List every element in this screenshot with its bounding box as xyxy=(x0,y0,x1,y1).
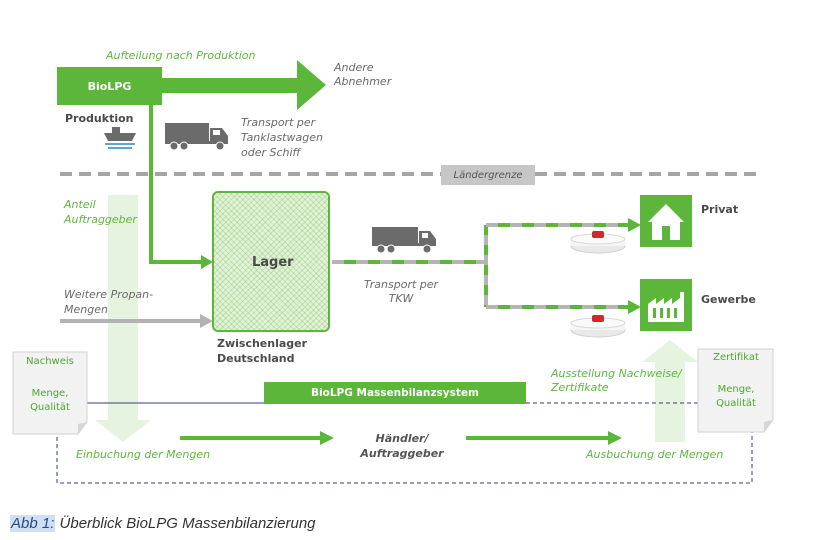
laendergrenze-label: Ländergrenze xyxy=(441,165,535,185)
transport-tankl-line1: Transport per xyxy=(241,116,316,129)
propan-arrowhead xyxy=(200,314,213,328)
einbuchung-label: Einbuchung der Mengen xyxy=(76,448,211,461)
zertifikat-document xyxy=(697,348,774,433)
transport-tankl-line3: oder Schiff xyxy=(241,145,301,159)
truck-tkw-icon xyxy=(372,227,436,254)
transport-tkw-line1: Transport per xyxy=(363,278,439,291)
anteil-band xyxy=(108,195,138,420)
menge-right-line2: Qualität xyxy=(716,398,756,409)
aufteilung-label: Aufteilung nach Produktion xyxy=(106,49,256,62)
menge-left-line2: Qualität xyxy=(30,402,70,413)
andere-abnehmer-line1: Andere xyxy=(334,61,374,74)
ausstellung-band xyxy=(655,360,685,442)
tank-icon xyxy=(570,315,626,338)
ausstellung-band-arrowhead xyxy=(642,340,698,362)
lager-label: Lager xyxy=(252,255,294,270)
nachweis-document xyxy=(12,351,88,435)
anteil-auftraggeber-label: Anteil Auftraggeber xyxy=(64,197,137,228)
truck-icon xyxy=(165,123,228,151)
menge-qualitaet-left: Menge, Qualität xyxy=(15,387,85,415)
nachweis-label: Nachweis xyxy=(26,356,74,367)
tank-icon xyxy=(570,231,626,254)
transport-tkw-line2: TKW xyxy=(388,292,414,306)
caption-text: Überblick BioLPG Massenbilanzierung xyxy=(55,515,316,532)
biolpg-to-lager-arrowhead xyxy=(201,255,213,269)
ausstellung-line1: Ausstellung Nachweise/ xyxy=(551,367,682,380)
ausbuchung-arrowhead xyxy=(608,431,622,445)
massenbilanzsystem-box: BioLPG Massenbilanzsystem xyxy=(264,382,526,404)
anteil-band-arrowhead xyxy=(95,420,151,442)
weitere-propan-line2: Mengen xyxy=(64,302,108,316)
andere-abnehmer-label: Andere Abnehmer xyxy=(334,61,391,89)
haendler-label: Händler/ Auftraggeber xyxy=(352,432,452,462)
andere-abnehmer-line2: Abnehmer xyxy=(334,74,392,88)
anteil-line2: Auftraggeber xyxy=(64,213,137,227)
weitere-propan-line1: Weitere Propan- xyxy=(64,288,154,301)
ausstellung-label: Ausstellung Nachweise/ Zertifikate xyxy=(551,367,682,396)
caption-label: Abb 1: xyxy=(10,515,56,532)
massenbilanz-frame xyxy=(56,402,753,484)
zwischenlager-label: Zwischenlager Deutschland xyxy=(217,337,307,367)
anteil-line1: Anteil xyxy=(64,198,96,211)
produktion-label: Produktion xyxy=(65,112,134,125)
menge-left-line1: Menge, xyxy=(31,388,69,399)
transport-tankl-line2: Tanklastwagen xyxy=(241,130,323,144)
factory-icon xyxy=(640,279,692,331)
aufteilung-arrow xyxy=(150,60,326,110)
zertifikat-label: Zertifikat xyxy=(713,352,759,363)
biolpg-box: BioLPG xyxy=(57,67,162,105)
house-icon xyxy=(640,195,692,247)
haendler-line2: Auftraggeber xyxy=(360,446,444,460)
ship-icon xyxy=(104,127,136,149)
ausbuchung-label: Ausbuchung der Mengen xyxy=(586,448,724,461)
figure-caption: Abb 1: Überblick BioLPG Massenbilanzieru… xyxy=(10,513,316,535)
transport-tkw-label: Transport per TKW xyxy=(353,278,449,307)
lager-box xyxy=(212,191,330,332)
biolpg-label: BioLPG xyxy=(87,79,132,93)
privat-label: Privat xyxy=(701,203,739,216)
zwischenlager-line1: Zwischenlager xyxy=(217,337,308,350)
ausstellung-line2: Zertifikate xyxy=(551,381,609,395)
transport-tanklastwagen-label: Transport per Tanklastwagen oder Schiff xyxy=(241,116,323,161)
zwischenlager-line2: Deutschland xyxy=(217,351,295,365)
einbuchung-arrowhead xyxy=(320,431,334,445)
gewerbe-label: Gewerbe xyxy=(701,293,756,306)
biolpg-to-lager-line xyxy=(149,105,205,264)
distribution-lines xyxy=(332,218,641,314)
menge-qualitaet-right: Menge, Qualität xyxy=(700,383,772,411)
menge-right-line1: Menge, xyxy=(717,384,755,395)
massenbilanzsystem-label: BioLPG Massenbilanzsystem xyxy=(311,387,479,399)
weitere-propan-label: Weitere Propan- Mengen xyxy=(64,288,153,318)
haendler-line1: Händler/ xyxy=(375,432,429,445)
